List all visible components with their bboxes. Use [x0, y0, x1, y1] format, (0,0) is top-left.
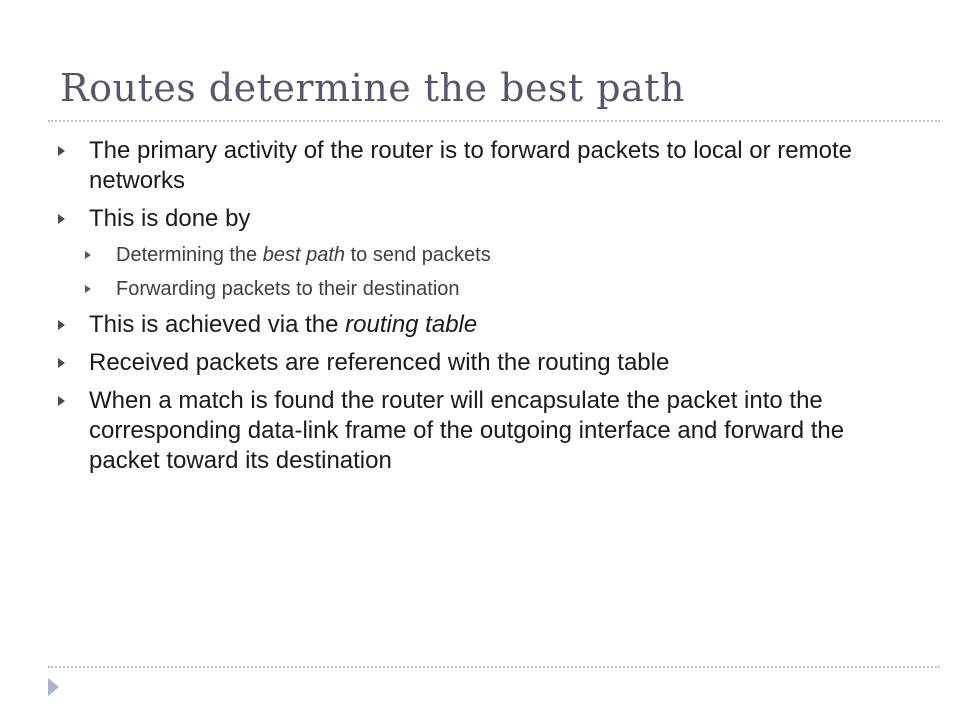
- triangle-bullet-icon: [58, 320, 65, 330]
- bullet-text: Forwarding packets to their destination: [116, 278, 460, 300]
- bullet-emphasis: best path: [262, 244, 346, 266]
- bullet-text: This is done by: [89, 205, 251, 232]
- title-divider: [48, 120, 940, 122]
- bullet-text: Received packets are referenced with the…: [89, 349, 670, 376]
- triangle-bullet-icon: [58, 358, 65, 368]
- triangle-bullet-icon: [58, 396, 65, 406]
- bullet-text: When a match is found the router will en…: [89, 387, 845, 474]
- bullet-item: This is achieved via the routing table: [58, 310, 898, 340]
- footer-divider: [48, 666, 940, 668]
- slide-title: Routes determine the best path: [60, 66, 685, 110]
- bullet-text: The primary activity of the router is to…: [89, 137, 852, 194]
- triangle-bullet-icon: [85, 251, 91, 259]
- triangle-bullet-icon: [58, 146, 65, 156]
- sub-bullet-item: Forwarding packets to their destination: [85, 276, 898, 302]
- footer-triangle-icon: [48, 678, 59, 696]
- triangle-bullet-icon: [58, 214, 65, 224]
- bullet-text-prefix: This is achieved via the: [89, 311, 346, 338]
- bullet-text-prefix: Determining the: [116, 244, 263, 266]
- bullet-emphasis: routing table: [345, 311, 478, 338]
- sub-bullet-item: Determining the best path to send packet…: [85, 242, 898, 268]
- bullet-item: Received packets are referenced with the…: [58, 348, 898, 378]
- bullet-item: This is done by: [58, 204, 898, 234]
- bullet-item: When a match is found the router will en…: [58, 386, 898, 476]
- triangle-bullet-icon: [85, 285, 91, 293]
- bullet-text-suffix: to send packets: [345, 244, 491, 266]
- bullet-item: The primary activity of the router is to…: [58, 136, 898, 196]
- bullet-list: The primary activity of the router is to…: [58, 136, 898, 476]
